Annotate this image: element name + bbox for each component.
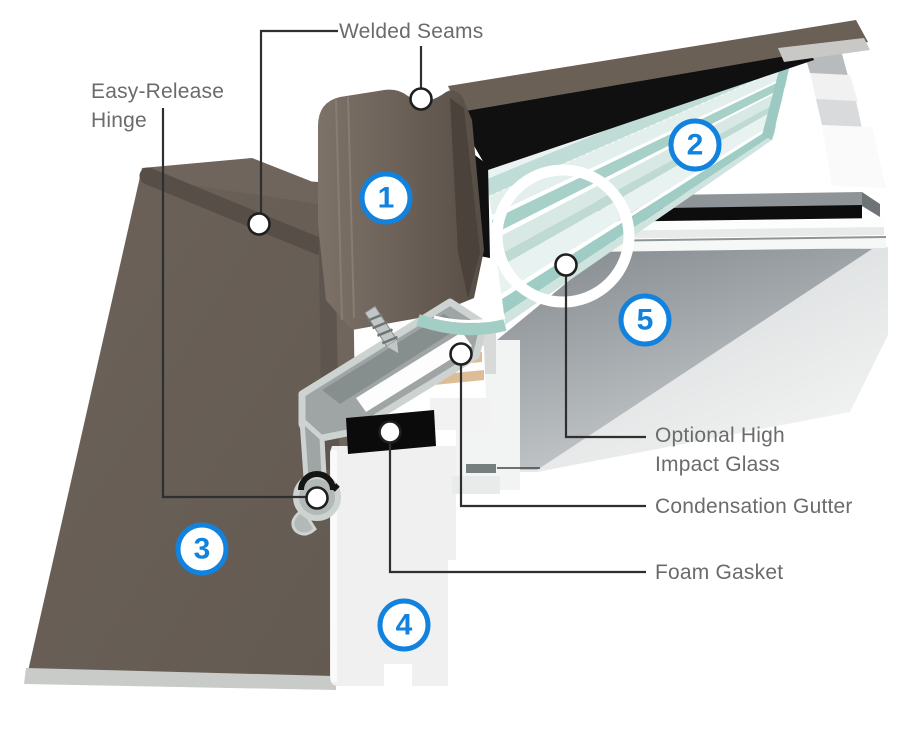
callout-dot-hinge bbox=[305, 486, 329, 510]
callout-dot-optional-glass bbox=[554, 253, 578, 277]
leader-lines bbox=[161, 29, 646, 574]
flashing-bottom-lip bbox=[24, 668, 337, 690]
label-foam-gasket: Foam Gasket bbox=[655, 561, 784, 584]
leader-easy-release-hinge bbox=[161, 108, 308, 499]
label-easy-release-hinge: Easy-Release Hinge bbox=[91, 77, 224, 135]
flashing-ridge-seam bbox=[139, 167, 327, 255]
label-optional-glass-line1: Optional High bbox=[655, 424, 785, 447]
callout-dot-foam-gasket bbox=[378, 420, 402, 444]
cladding-top-bar bbox=[448, 20, 870, 112]
label-welded-seams: Welded Seams bbox=[339, 20, 484, 43]
leader-optional-glass bbox=[564, 268, 646, 439]
label-optional-high-impact-glass: Optional High Impact Glass bbox=[655, 421, 785, 479]
callout-dot-welded-seam-top bbox=[409, 87, 433, 111]
leader-welded-seam-left bbox=[259, 29, 338, 221]
callout-badge-2: 2 bbox=[668, 118, 722, 172]
frame-profile bbox=[330, 446, 456, 686]
leader-condensation-gutter bbox=[459, 357, 646, 508]
callout-badge-1: 1 bbox=[359, 171, 413, 225]
callout-badge-3: 3 bbox=[175, 522, 229, 576]
callout-dot-condensation-gutter bbox=[449, 342, 473, 366]
screw-icon bbox=[364, 305, 399, 354]
leader-foam-gasket bbox=[388, 435, 646, 574]
label-easy-release-line1: Easy-Release bbox=[91, 80, 225, 103]
sash-shadow-wedge bbox=[497, 247, 872, 470]
hinge-pin-arc bbox=[298, 471, 336, 491]
callout-badge-5: 5 bbox=[618, 293, 672, 347]
gutter-lip bbox=[466, 464, 496, 473]
label-optional-glass-line2: Impact Glass bbox=[655, 453, 780, 476]
sash-end-stack bbox=[804, 52, 886, 188]
label-easy-release-line2: Hinge bbox=[91, 109, 147, 132]
interior-reveal bbox=[497, 247, 888, 472]
bar-underside bbox=[778, 38, 870, 62]
label-condensation-gutter: Condensation Gutter bbox=[655, 495, 853, 518]
callout-dot-welded-seam-left bbox=[247, 212, 271, 236]
callout-badge-4: 4 bbox=[377, 598, 431, 652]
glass-bottom-edge bbox=[416, 314, 507, 336]
magnifier-ring bbox=[491, 164, 635, 308]
aluminum-extrusion bbox=[298, 298, 488, 481]
callout-dots bbox=[247, 87, 578, 510]
